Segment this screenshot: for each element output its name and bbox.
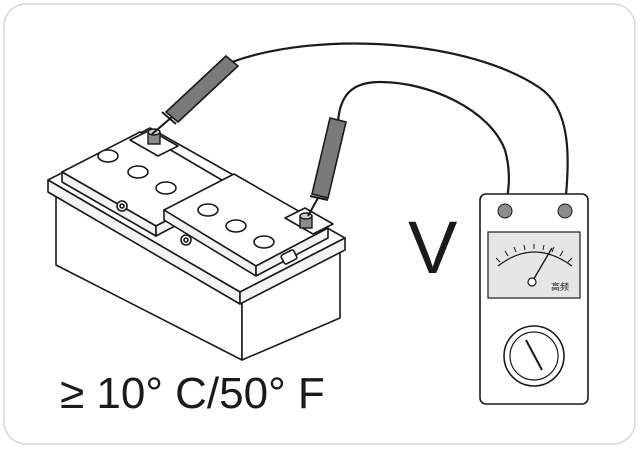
vent-plug xyxy=(119,203,125,209)
meter-scale-ticks xyxy=(495,244,573,263)
car-battery xyxy=(47,127,346,361)
red-probe-guard xyxy=(309,195,329,201)
test-lead-black xyxy=(151,42,569,209)
meter-jack-right xyxy=(557,203,573,219)
black-probe-handle xyxy=(164,54,240,124)
black-probe-tip xyxy=(151,116,173,135)
battery-lid-edge-side xyxy=(239,237,346,305)
meter-jack-left xyxy=(497,203,513,219)
test-lead-red xyxy=(307,80,510,217)
meter-display xyxy=(487,231,581,299)
cell-cap xyxy=(225,219,247,233)
voltmeter: 高频 xyxy=(479,193,589,405)
voltage-symbol: V xyxy=(408,206,458,289)
black-probe-guard xyxy=(161,111,177,125)
meter-face-label: 高频 xyxy=(551,281,569,293)
cell-cap xyxy=(197,203,219,217)
vent-slot xyxy=(280,249,298,265)
meter-needle xyxy=(531,247,553,283)
black-lead-cable xyxy=(231,42,569,209)
cell-cap xyxy=(97,149,119,163)
red-probe-tip xyxy=(307,197,319,217)
red-probe-handle xyxy=(311,117,347,199)
vent-plug xyxy=(183,237,189,243)
positive-terminal xyxy=(299,212,313,229)
meter-selector-pointer xyxy=(525,339,543,371)
temperature-requirement: ≥ 10° C/50° F xyxy=(60,369,325,418)
cell-cap xyxy=(155,181,177,195)
meter-scale-arc xyxy=(497,251,573,267)
cell-cap xyxy=(127,165,149,179)
cell-cap xyxy=(253,235,275,249)
meter-needle-pivot xyxy=(527,277,537,287)
red-lead-cable xyxy=(336,80,510,209)
